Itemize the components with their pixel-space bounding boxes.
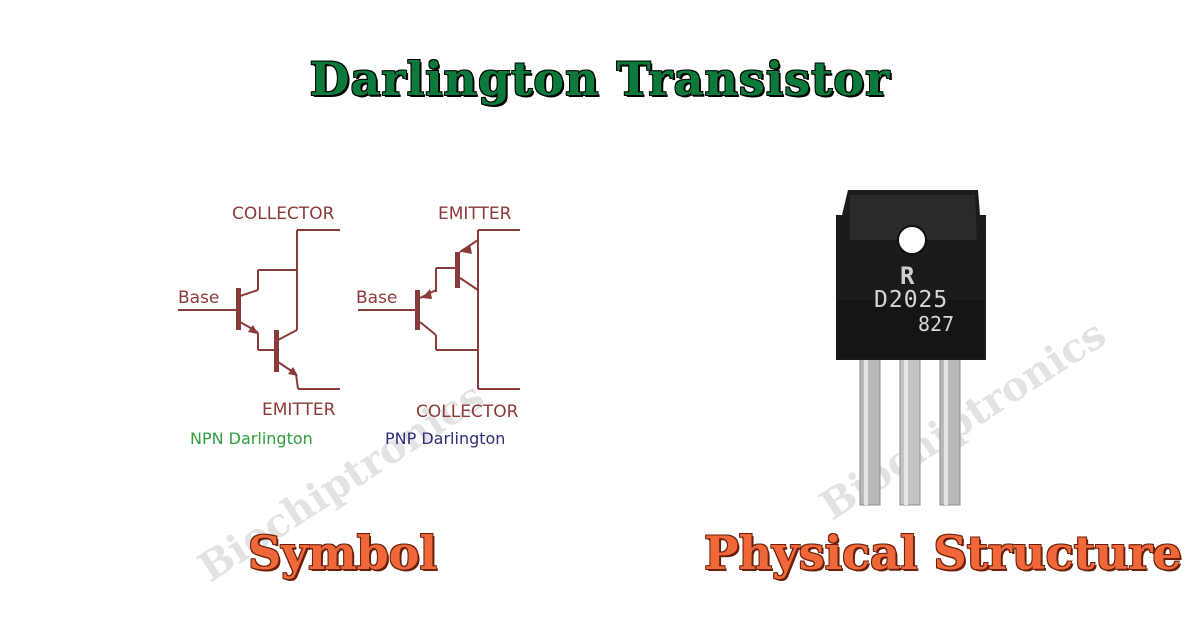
component-logo: R xyxy=(900,262,915,290)
symbol-caption: Symbol xyxy=(248,526,437,580)
npn-base-label: Base xyxy=(178,288,220,308)
component-code: 827 xyxy=(918,312,955,336)
pnp-base-label: Base xyxy=(356,288,398,308)
pnp-darlington-label: PNP Darlington xyxy=(385,429,506,448)
pnp-emitter-label: EMITTER xyxy=(438,204,512,224)
npn-emitter-label: EMITTER xyxy=(262,400,336,420)
physical-structure-caption: Physical Structure xyxy=(704,526,1182,580)
transistor-package xyxy=(836,190,986,506)
pnp-darlington-symbol xyxy=(358,229,520,390)
pnp-collector-label: COLLECTOR xyxy=(416,402,519,422)
component-part-number: D2025 xyxy=(874,287,949,313)
npn-collector-label: COLLECTOR xyxy=(232,204,335,224)
page-title: Darlington Transistor xyxy=(309,52,891,106)
npn-darlington-symbol xyxy=(178,229,340,390)
npn-darlington-label: NPN Darlington xyxy=(190,429,313,448)
